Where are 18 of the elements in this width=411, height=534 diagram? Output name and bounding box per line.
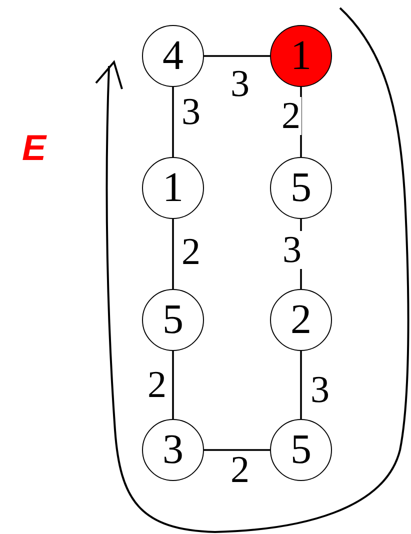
number-circle: 5 [270, 419, 332, 481]
connector-line [172, 87, 174, 157]
direction-label: E [22, 130, 46, 166]
number-circle: 3 [142, 419, 204, 481]
connector-line [204, 55, 270, 57]
number-circle: 1 [142, 157, 204, 219]
connector-line [300, 351, 302, 419]
number-circle: 5 [142, 289, 204, 351]
number-circle: 4 [142, 25, 204, 87]
edge-label: 3 [282, 231, 302, 269]
connector-line [172, 351, 174, 419]
edge-label: 2 [280, 97, 302, 135]
number-circle: 1 [270, 25, 332, 87]
number-circle: 2 [270, 289, 332, 351]
connector-line [204, 449, 270, 451]
number-circle: 5 [270, 157, 332, 219]
connector-line [300, 87, 302, 157]
connector-line [172, 219, 174, 289]
